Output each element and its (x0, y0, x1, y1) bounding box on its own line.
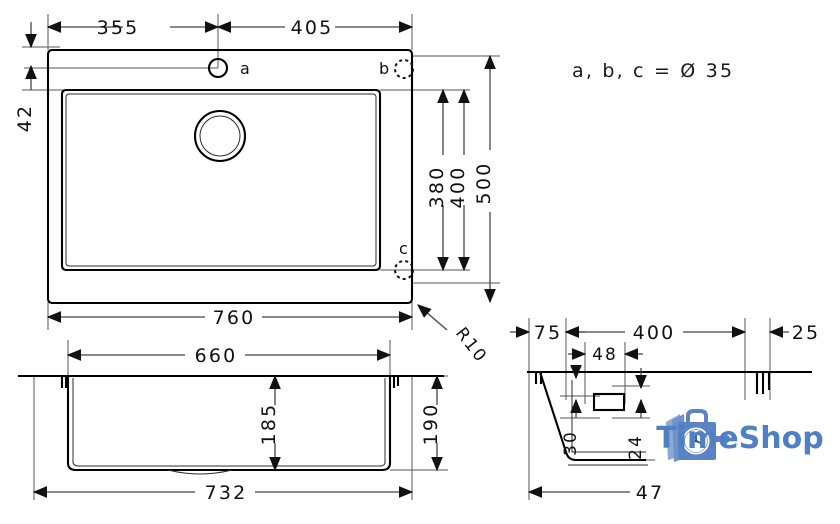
dimension-48-label: 48 (592, 345, 618, 365)
side-bowl-profile (539, 371, 646, 462)
front-basin-outline (66, 376, 392, 472)
dimension-400-side: 400 (564, 322, 747, 344)
side-overflow-slot (592, 392, 626, 412)
drain-outer-ring (193, 109, 247, 163)
dimension-24-label: 24 (626, 434, 646, 460)
dimension-42-label: 42 (14, 104, 36, 133)
dimension-405: 405 (216, 17, 414, 39)
side-clip-right (755, 372, 771, 394)
front-clip-right (392, 376, 400, 388)
tap-hole-c (394, 260, 414, 280)
dimension-660-label: 660 (195, 345, 238, 367)
dimension-30-label: 30 (561, 430, 581, 456)
dimension-48: 48 (568, 345, 643, 365)
top-view: a b c 355 405 42 (14, 14, 500, 367)
sink-outer-outline (46, 48, 414, 305)
dimension-75: 75 (510, 322, 585, 344)
dimension-732: 732 (32, 482, 414, 504)
front-section-view: 660 185 190 732 (18, 340, 448, 504)
front-drain-bump (167, 469, 233, 475)
dimension-42: 42 (14, 22, 37, 133)
dimension-380-label: 380 (426, 166, 448, 209)
dimension-47: 47 (527, 482, 665, 504)
dimension-500: 500 (473, 54, 496, 304)
tap-hole-b (394, 59, 414, 79)
front-view-extension-lines (33, 340, 448, 500)
hole-label-a: a (240, 59, 250, 78)
hole-label-b: b (379, 59, 389, 78)
dimension-25: 25 (768, 322, 821, 344)
drain-inner-ring (199, 115, 241, 157)
hole-label-c: c (399, 239, 408, 258)
dimension-185-label: 185 (258, 403, 280, 446)
dimension-660: 660 (66, 345, 392, 367)
front-clip-left (60, 376, 68, 388)
dimension-r10: R10 (417, 304, 491, 367)
dimension-380: 380 (426, 88, 449, 272)
dimension-405-label: 405 (291, 17, 334, 39)
dimension-400-top-label: 400 (447, 166, 469, 209)
dimension-355-label: 355 (97, 17, 140, 39)
dimension-355: 355 (46, 17, 220, 39)
dimension-190: 190 (420, 374, 443, 472)
side-clip-left (534, 372, 543, 384)
dimension-30: 30 (561, 365, 582, 456)
timeshop-logo-text: TimeShop (656, 421, 823, 456)
front-basin-inner-outline (72, 378, 386, 467)
shopping-bag-clock-icon (666, 409, 732, 462)
hole-diameter-note: a, b, c = Ø 35 (572, 60, 734, 82)
dimension-190-label: 190 (420, 403, 442, 446)
dimension-732-label: 732 (205, 482, 248, 504)
side-section-view: 75 400 25 48 30 (510, 318, 821, 504)
dimension-24: 24 (626, 368, 647, 460)
dimension-25-label: 25 (792, 322, 821, 344)
sink-basin-outline (60, 88, 382, 272)
side-view-extension-lines (528, 318, 771, 500)
dimension-47-label: 47 (636, 482, 665, 504)
dimension-r10-label: R10 (451, 324, 491, 367)
dimension-185: 185 (258, 374, 281, 472)
dimension-75-label: 75 (534, 322, 563, 344)
dimension-760-label: 760 (213, 307, 256, 329)
sink-basin-inner-outline (65, 93, 377, 267)
dimension-500-label: 500 (473, 162, 495, 205)
dimension-400-top: 400 (447, 88, 470, 272)
tap-hole-a (207, 57, 229, 79)
dimension-400-side-label: 400 (633, 322, 676, 344)
timeshop-watermark: TimeShop (656, 409, 824, 462)
dimension-760: 760 (46, 307, 414, 329)
